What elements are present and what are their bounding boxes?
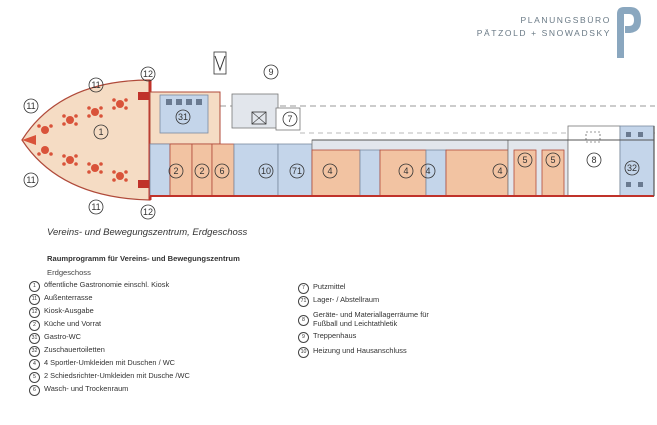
label-terrace-top (88, 77, 104, 93)
program-title: Raumprogramm für Vereins- und Bewegungsz… (47, 254, 240, 263)
legend-text: Wasch- und Trockenraum (44, 384, 129, 393)
label-cleaning-text: 7 (287, 114, 292, 124)
floor-plan: 1 11 11 11 11 12 12 9 7 31 2 2 6 10 71 4… (21, 51, 655, 220)
label-locker-3-text: 4 (425, 166, 430, 176)
legend-text: 4 Sportler-Umkleiden mit Duschen / WC (44, 358, 176, 367)
plan-caption: Vereins- und Bewegungszentrum, Erdgescho… (47, 227, 248, 238)
legend-badge: 8 (298, 315, 309, 326)
legend-text: Putzmittel (313, 282, 346, 291)
legend-badge: 71 (298, 296, 309, 307)
legend-text-line-2: Fußball und Leichtathletik (313, 319, 398, 328)
label-kitchen-a-text: 2 (173, 166, 178, 176)
legend-badge: 10 (298, 347, 309, 358)
label-locker-1-text: 4 (327, 166, 332, 176)
legend-text: Gastro-WC (44, 332, 81, 341)
label-terrace-bottom-text: 11 (91, 202, 100, 212)
legend-badge: 9 (298, 332, 309, 343)
label-terrace-left-lower-text: 11 (26, 175, 35, 185)
label-gastro-wc-text: 31 (178, 112, 188, 122)
label-locker-4 (492, 163, 508, 179)
firm-name-line-2: PÄTZOLD + SNOWADSKY (476, 28, 611, 38)
legend-badge: 6 (29, 385, 40, 396)
legend-text: Lager- / Abstellraum (313, 295, 380, 304)
label-terrace-bottom (88, 199, 104, 215)
legend-text: 2 Schiedsrichter-Umkleiden mit Dusche /W… (44, 371, 190, 380)
label-terrace-left-lower (23, 172, 39, 188)
legend-badge: 11 (29, 294, 40, 305)
legend-text: Kiosk-Ausgabe (44, 306, 94, 315)
label-kitchen-b (194, 163, 210, 179)
legend-badge: 32 (29, 346, 40, 357)
label-spectator-wc (624, 160, 640, 176)
room-labels (23, 64, 640, 220)
label-kitchen-b-text: 2 (199, 166, 204, 176)
legend-badge: 1 (29, 281, 40, 292)
label-equipment-text: 8 (591, 155, 596, 165)
firm-name-line-1: PLANUNGSBÜRO (520, 15, 611, 25)
legend-text: Heizung und Hausanschluss (313, 346, 407, 355)
plan-building (21, 51, 655, 201)
label-locker-3 (420, 163, 436, 179)
label-spectator-wc-text: 32 (627, 163, 637, 173)
label-terrace-left (23, 98, 39, 114)
label-kitchen-a (168, 163, 184, 179)
label-terrace-top-text: 11 (91, 80, 100, 90)
label-oval-center-text: 1 (98, 127, 103, 137)
label-kiosk-bottom-text: 12 (143, 207, 153, 217)
firm-name: PLANUNGSBÜRO PÄTZOLD + SNOWADSKY (477, 14, 611, 40)
label-referee-1 (517, 152, 533, 168)
label-locker-2-text: 4 (403, 166, 408, 176)
legend-badge: 31 (29, 333, 40, 344)
label-locker-4-text: 4 (497, 166, 502, 176)
legend-badge: 4 (29, 359, 40, 370)
label-wash-room (214, 163, 230, 179)
legend-badge: 12 (29, 307, 40, 318)
legend-text: öffentliche Gastronomie einschl. Kiosk (44, 280, 170, 289)
terrace-tables (37, 98, 128, 182)
legend-badge: 5 (29, 372, 40, 383)
label-referee-2 (545, 152, 561, 168)
label-locker-2 (398, 163, 414, 179)
label-referee-1-text: 5 (522, 155, 527, 165)
label-wash-room-text: 6 (219, 166, 224, 176)
label-storage-text: 71 (292, 166, 302, 176)
label-oval-center (93, 124, 109, 140)
legend-badge: 2 (29, 320, 40, 331)
legend-text: Zuschauertoiletten (44, 345, 105, 354)
program-subtitle: Erdgeschoss (47, 268, 91, 277)
legend-text: Außenterrasse (44, 293, 93, 302)
label-staircase-text: 9 (268, 67, 273, 77)
label-cleaning (282, 111, 298, 127)
label-kiosk-top (140, 66, 156, 82)
label-gastro-wc (175, 109, 191, 125)
legend-text: Treppenhaus (313, 331, 357, 340)
legend-text: Küche und Vorrat (44, 319, 102, 328)
label-referee-2-text: 5 (550, 155, 555, 165)
legend-text: Geräte- und Materiallagerräume für (313, 310, 429, 319)
label-locker-1 (322, 163, 338, 179)
label-kiosk-top-text: 12 (143, 69, 153, 79)
label-heating (258, 163, 274, 179)
label-equipment (586, 152, 602, 168)
label-staircase (263, 64, 279, 80)
label-terrace-left-text: 11 (26, 101, 35, 111)
label-heating-text: 10 (261, 166, 271, 176)
firm-logo-icon (617, 7, 641, 58)
legend-badge: 7 (298, 283, 309, 294)
label-kiosk-bottom (140, 204, 156, 220)
label-storage (289, 163, 305, 179)
